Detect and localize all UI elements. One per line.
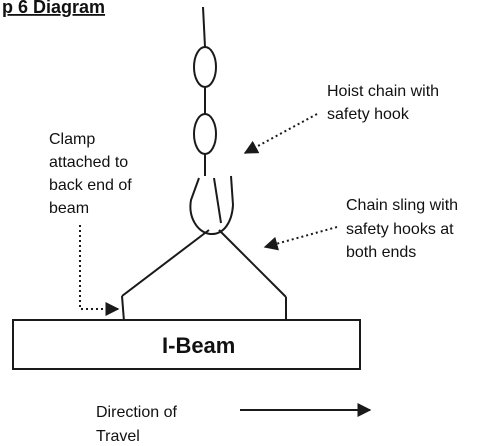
i-beam-label: I-Beam [162,333,235,358]
clamp-label-line-2: attached to [49,154,128,171]
hoist-label-line-2: safety hook [327,106,410,123]
direction-label: Direction of Travel [96,404,177,445]
sling-left-leg [121,229,210,297]
hoist-label: Hoist chain with safety hook [327,83,439,123]
direction-label-line-1: Direction of [96,404,177,421]
sling-pointer-arrow [263,226,338,251]
chain-sling [121,229,287,335]
clamp-label-line-3: back end of [49,177,132,194]
clamp-pointer-arrow [79,225,120,316]
sling-label-line-2: safety hooks at [346,221,454,238]
safety-hook-latch [213,177,222,224]
sling-label-line-3: both ends [346,244,416,261]
diagram-title: p 6 Diagram [2,0,105,17]
sling-label: Chain sling with safety hooks at both en… [346,197,458,261]
direction-label-line-2: Travel [96,428,140,445]
sling-right-leg [218,229,287,298]
clamp-label-line-1: Clamp [49,131,95,148]
chain-link-upper [193,46,217,88]
hoist-chain-top-line [202,6,206,48]
clamp-label-line-4: beam [49,200,89,217]
chain-link-lower [193,113,217,155]
hoist-pointer-arrow [243,113,318,154]
hoist-label-line-1: Hoist chain with [327,83,439,100]
safety-hook [189,175,235,236]
i-beam [12,319,361,370]
hoist-chain [189,6,235,236]
clamp-label: Clamp attached to back end of beam [49,131,132,217]
sling-label-line-1: Chain sling with [346,197,458,214]
